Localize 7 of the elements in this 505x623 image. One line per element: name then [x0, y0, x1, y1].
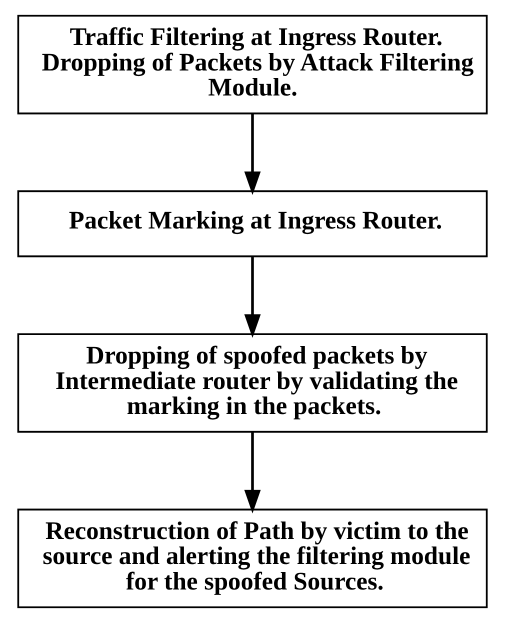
- arrow: [244, 114, 261, 196]
- node-box: Reconstruction of Path by victim to the source and alerting the filtering module for the spoofed Sources.: [17, 508, 488, 608]
- arrow: [244, 432, 261, 514]
- node-box: Traffic Filtering at Ingress Router. Dropping of Packets by Attack Filtering Module.: [17, 14, 488, 114]
- node-box: Packet Marking at Ingress Router.: [17, 190, 488, 258]
- node-box: Dropping of spoofed packets by Intermediate router by validating the marking in the packets.: [17, 333, 488, 433]
- arrow: [244, 257, 261, 338]
